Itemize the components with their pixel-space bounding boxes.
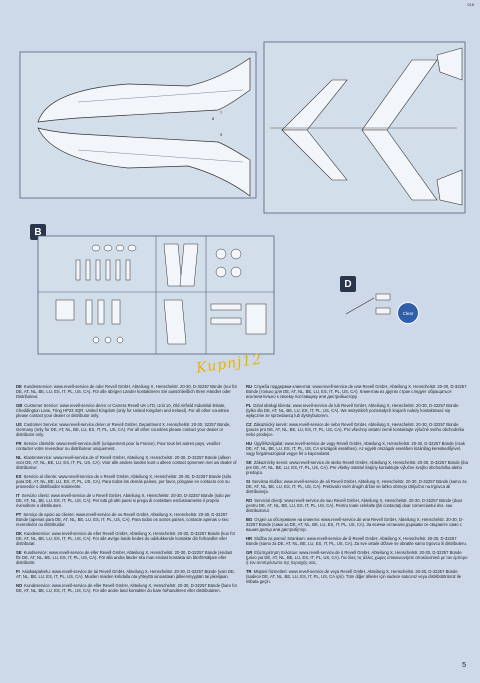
country-code: PT [16,512,22,517]
country-code: FR [16,441,22,446]
country-code: FI [16,569,20,574]
service-text: Servicio al cliente: www.revell-service.… [16,474,232,489]
country-code: SE [16,550,22,555]
service-text: Klantenservice: www.revell-service.de of… [16,455,237,470]
country-code: GR [246,550,253,555]
country-code: CZ [246,422,252,427]
country-code: HU [246,441,253,446]
service-text: Служба поддержки клиентов: www.revell-se… [246,384,467,399]
country-code: NO [16,583,23,588]
service-text: Customer Service: www.revell-service.de/… [16,403,229,418]
country-code: RU [246,384,253,389]
service-text: Customer Service: www.revell-service.de/… [16,422,231,437]
wing-lower-left [361,129,438,201]
country-code: PL [246,403,252,408]
service-text: Serviciul clienţi: www.revell-service.de… [246,498,463,513]
service-text: Kundenservice: www.revell-service.de ode… [16,384,238,399]
country-code: SK [246,460,252,465]
service-text: Služba za pomoć strankam: www.revell-ser… [246,536,468,546]
service-text: Εξυπηρέτηση πελατών: www.revell-service.… [246,550,468,565]
service-text: Zákaznícky servis: www.revell-service.de… [246,460,468,475]
clear-parts-badge: Clear [397,302,419,324]
service-text: Müşteri hizmetleri: www.revell-service.d… [246,569,462,584]
wing-sprue-diagram [263,41,466,214]
service-text: Serviço de apoio ao cliente: www.revell-… [16,512,229,527]
service-text: Servizio clienti: www.revell-service.de … [16,493,231,508]
country-code: DK [16,531,23,536]
service-text: Ügyfélszolgálat: www.revell-service.de v… [246,441,465,456]
section-d-badge: D [340,276,356,292]
country-code: SI [246,479,250,484]
part-number: 9 [220,132,223,137]
country-code: DE [16,384,22,389]
service-text: Kundeservice: www.revell-service.de elle… [16,531,236,546]
fuselage-diagram [19,51,257,199]
stabilizer [436,47,463,81]
page-number: 5 [462,662,466,669]
service-text: Zákaznický servis: www.revell-service.de… [246,422,465,437]
small-parts-sprue [37,235,275,355]
part-number: 7 [220,110,223,115]
country-code: GB [16,403,23,408]
country-code: BG [246,517,253,522]
country-code: HR [246,536,253,541]
service-text: Kundservice: www.revell-service.de eller… [16,550,233,565]
service-text: Dział obsługi klienta: www.revell-servic… [246,403,459,418]
service-text: Servisna služba: www.revell-service.de a… [246,479,467,494]
service-text: Отдел за обслужване на клиенти: www.reve… [246,517,464,532]
service-text: Kundeservice: www.revell-service.de elle… [16,583,238,593]
country-code: US [16,422,22,427]
part-number: 8 [212,116,215,121]
country-code: ES [16,474,22,479]
service-text: Asiakaspalvelu: www.revell-service.de ta… [16,569,235,579]
section-d-parts [345,293,391,315]
country-code: IT [16,493,20,498]
country-code: TR [246,569,252,574]
page-code: 018 [467,2,474,7]
fuselage-upper-half [37,57,251,123]
fuselage-lower-half [37,127,251,197]
country-code: NL [16,455,22,460]
country-code: RO [246,498,253,503]
service-text: Service clientèle: www.revell-service.de… [16,441,221,451]
